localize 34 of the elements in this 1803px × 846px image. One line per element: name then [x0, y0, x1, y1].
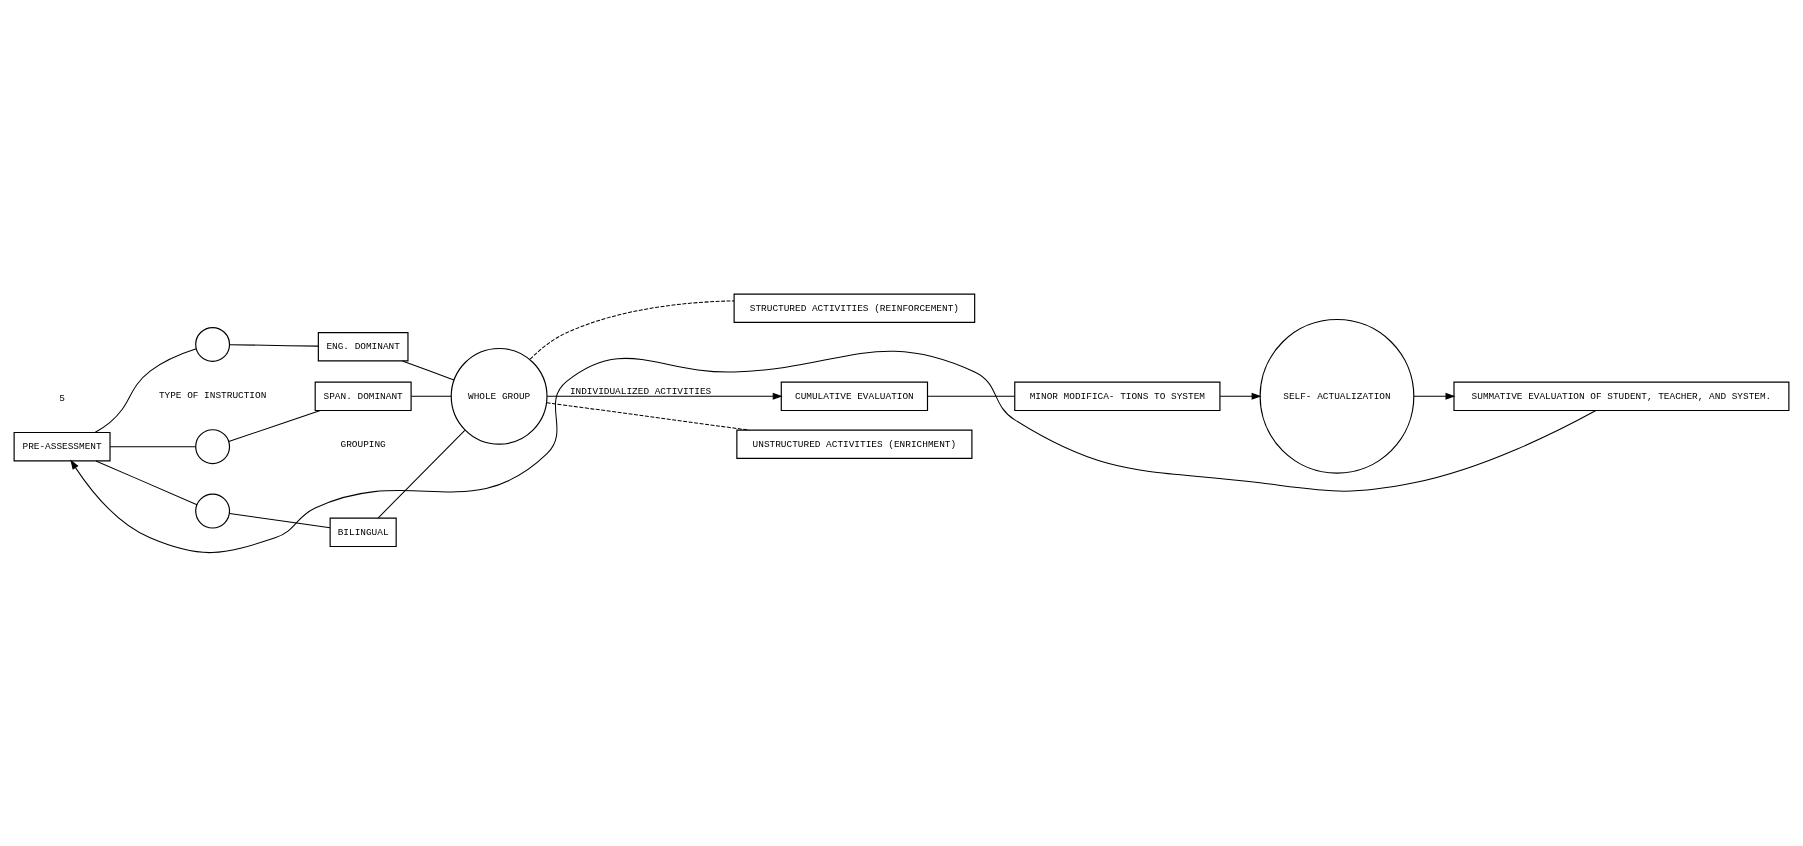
- node-box: CUMULATIVE EVALUATION: [780, 381, 929, 411]
- connector: [529, 299, 735, 360]
- node-circle: [195, 326, 231, 362]
- arrow: [546, 392, 783, 400]
- connector: [229, 343, 319, 347]
- connector: [377, 429, 466, 519]
- arrow: [1219, 392, 1262, 400]
- connector: [95, 459, 198, 505]
- node-box: STRUCTURED ACTIVITIES (REINFORCEMENT): [733, 293, 976, 323]
- arrow: [70, 350, 1597, 553]
- connector: [546, 401, 750, 431]
- node-box: ENG. DOMINANT: [317, 331, 409, 362]
- node-circle: WHOLE GROUP: [450, 347, 548, 445]
- arrow: [1413, 392, 1456, 400]
- node-circle: SELF- ACTUALIZATION: [1259, 318, 1415, 474]
- connector: [94, 347, 197, 433]
- node-circle: [195, 428, 231, 464]
- connector: [927, 395, 1016, 397]
- node-box: SUMMATIVE EVALUATION OF STUDENT, TEACHER, AND SYSTEM.: [1453, 381, 1790, 411]
- node-box: SPAN. DOMINANT: [314, 381, 412, 411]
- connector: [410, 395, 452, 397]
- node-box: UNSTRUCTURED ACTIVITIES (ENRICHMENT): [736, 429, 973, 459]
- node-box: PRE-ASSESSMENT: [13, 431, 111, 461]
- connector: [228, 409, 321, 442]
- label: TYPE OF INSTRUCTION: [158, 389, 267, 401]
- edge-label: INDIVIDUALIZED ACTIVITIES: [569, 385, 712, 397]
- node-box: MINOR MODIFICA- TIONS TO SYSTEM: [1014, 381, 1221, 411]
- connector: [401, 360, 455, 380]
- connector: [109, 445, 197, 447]
- label: GROUPING: [340, 438, 386, 450]
- label: 5: [59, 392, 65, 404]
- connector: [229, 512, 331, 528]
- node-box: BILINGUAL: [329, 517, 397, 547]
- node-circle: [195, 493, 231, 529]
